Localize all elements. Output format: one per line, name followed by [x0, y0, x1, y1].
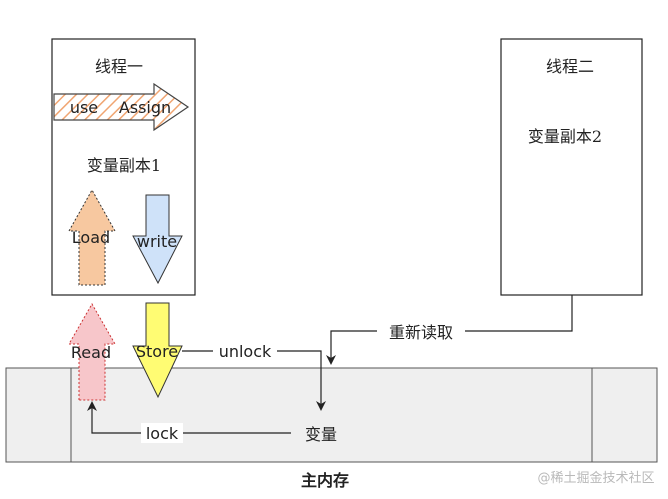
load-arrow: [68, 188, 116, 286]
use-assign-arrow: [53, 82, 190, 132]
reread-label: 重新读取: [389, 323, 453, 342]
read-arrow: [68, 302, 116, 401]
watermark: @稀土掘金技术社区: [537, 470, 654, 486]
thread-two-box: [500, 38, 643, 296]
use-label: use: [70, 98, 98, 117]
write-arrow: [132, 194, 183, 285]
variable-label: 变量: [305, 425, 337, 444]
store-arrow: [132, 302, 183, 399]
read-label: Read: [71, 343, 111, 362]
load-label: Load: [72, 228, 110, 247]
main-memory-label: 主内存: [301, 471, 349, 490]
unlock-label: unlock: [219, 342, 272, 361]
write-label: write: [137, 232, 177, 251]
store-label: Store: [136, 342, 178, 361]
thread-one-title: 线程一: [95, 57, 143, 76]
assign-label: Assign: [119, 98, 171, 117]
lock-connector: [87, 401, 291, 434]
thread-two-title: 线程二: [546, 57, 594, 76]
main-memory: [5, 367, 658, 463]
thread-one-copy: 变量副本1: [87, 156, 161, 175]
thread-two-copy: 变量副本2: [528, 127, 602, 146]
lock-label: lock: [146, 424, 179, 443]
